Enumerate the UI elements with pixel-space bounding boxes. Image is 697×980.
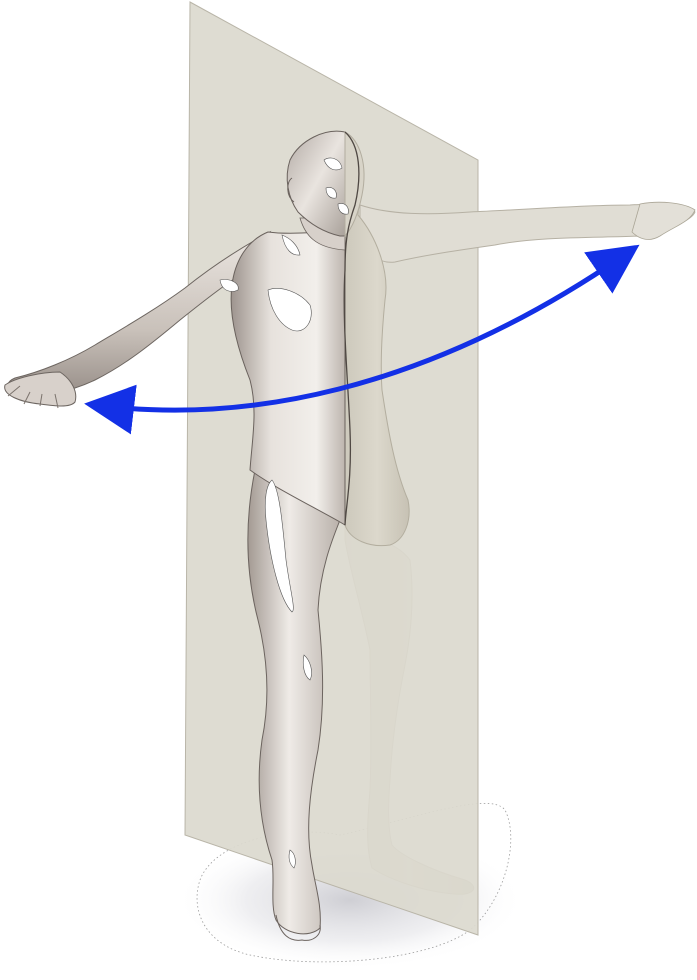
symmetry-diagram	[0, 0, 697, 980]
